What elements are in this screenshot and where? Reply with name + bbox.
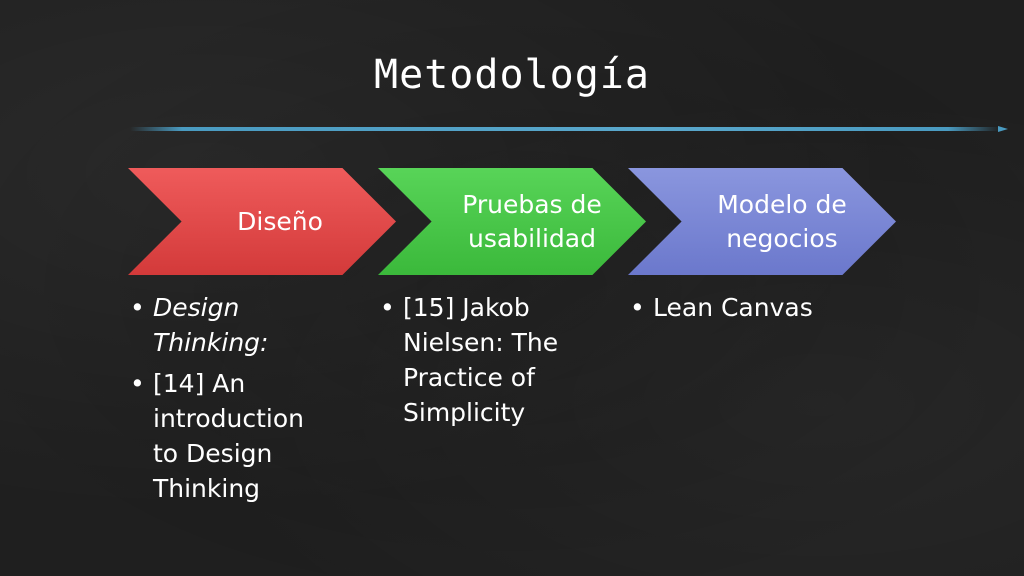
modelo-bullet-list: Lean Canvas bbox=[628, 290, 858, 331]
diseno-bullet-list: Design Thinking: [14] An introduction to… bbox=[128, 290, 328, 512]
process-step-label: Diseño bbox=[237, 206, 323, 236]
slide-title: Metodología bbox=[374, 52, 650, 98]
pruebas-bullet-list: [15] Jakob Nielsen: The Practice of Simp… bbox=[378, 290, 578, 436]
process-step-modelo-de-negocios: Modelo de negocios bbox=[628, 168, 896, 275]
process-step-pruebas-de-usabilidad: Pruebas de usabilidad bbox=[378, 168, 646, 275]
process-step-label: Modelo de negocios bbox=[717, 189, 847, 253]
bullet-item: Design Thinking: bbox=[128, 290, 328, 360]
title-underline bbox=[130, 127, 1000, 131]
bullet-item: Lean Canvas bbox=[628, 290, 858, 325]
title-underline-tip bbox=[998, 126, 1008, 132]
process-step-label: Pruebas de usabilidad bbox=[462, 189, 602, 253]
bullet-item: [15] Jakob Nielsen: The Practice of Simp… bbox=[378, 290, 578, 430]
process-step-diseno: Diseño bbox=[128, 168, 396, 275]
bullet-item: [14] An introduction to Design Thinking bbox=[128, 366, 328, 506]
